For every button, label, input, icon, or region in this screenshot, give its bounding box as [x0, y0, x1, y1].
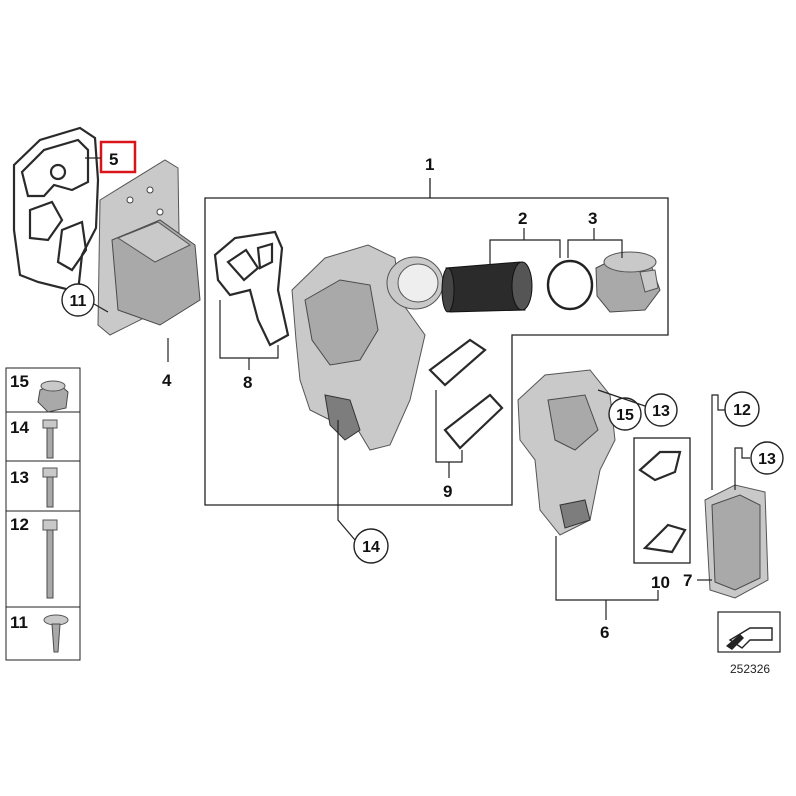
label-14: 14 — [362, 539, 380, 556]
label-8[interactable]: 8 — [243, 373, 252, 392]
oil-cooler-part-7[interactable] — [704, 484, 769, 599]
label-11-top: 11 — [70, 293, 87, 310]
label-1[interactable]: 1 — [425, 155, 434, 174]
frame-part-10 — [633, 437, 691, 564]
side-label-15[interactable]: 15 — [10, 372, 29, 391]
gasket-part-8[interactable] — [213, 230, 290, 347]
fastener-15-cap[interactable] — [37, 380, 69, 413]
label-7[interactable]: 7 — [683, 571, 692, 590]
oil-cooler-part-4[interactable] — [97, 159, 201, 336]
gasket-part-5[interactable] — [12, 126, 100, 294]
side-label-11[interactable]: 11 — [10, 613, 28, 632]
callout-14[interactable]: 14 — [353, 528, 389, 564]
filter-cap-part-3[interactable] — [595, 251, 661, 313]
callout-13-a[interactable]: 13 — [644, 393, 678, 427]
filter-element-part-2[interactable] — [441, 261, 533, 313]
callout-11-top[interactable]: 11 — [61, 283, 95, 317]
label-15: 15 — [616, 407, 634, 424]
callout-13-b[interactable]: 13 — [750, 441, 784, 475]
label-9[interactable]: 9 — [443, 482, 452, 501]
label-10[interactable]: 10 — [651, 573, 670, 592]
side-label-13[interactable]: 13 — [10, 468, 29, 487]
fastener-13-bolt[interactable] — [42, 467, 58, 508]
label-2[interactable]: 2 — [518, 209, 527, 228]
label-13-a: 13 — [652, 403, 670, 420]
o-ring[interactable] — [546, 259, 594, 311]
diagram-number: 252326 — [730, 662, 770, 676]
gasket-part-9[interactable] — [428, 338, 504, 450]
label-4[interactable]: 4 — [162, 371, 172, 390]
label-12: 12 — [733, 402, 751, 419]
label-13-b: 13 — [758, 451, 776, 468]
label-6[interactable]: 6 — [600, 623, 609, 642]
oil-filter-housing-part-6[interactable] — [517, 369, 616, 536]
fastener-11-screw[interactable] — [43, 614, 69, 653]
oil-filter-housing[interactable] — [291, 244, 444, 451]
arrow-sheet-icon — [717, 611, 781, 653]
fastener-12-bolt[interactable] — [42, 519, 58, 599]
side-label-14[interactable]: 14 — [10, 418, 29, 437]
side-label-12[interactable]: 12 — [10, 515, 29, 534]
fastener-panel — [5, 367, 81, 661]
fastener-14-bolt[interactable] — [42, 419, 58, 459]
label-5[interactable]: 5 — [109, 150, 118, 169]
frame-part-1 — [204, 178, 669, 506]
label-3[interactable]: 3 — [588, 209, 597, 228]
highlight-box — [99, 140, 137, 174]
callout-15[interactable]: 15 — [608, 397, 642, 431]
gaskets-part-10[interactable] — [638, 450, 687, 554]
callout-12[interactable]: 12 — [724, 391, 760, 427]
